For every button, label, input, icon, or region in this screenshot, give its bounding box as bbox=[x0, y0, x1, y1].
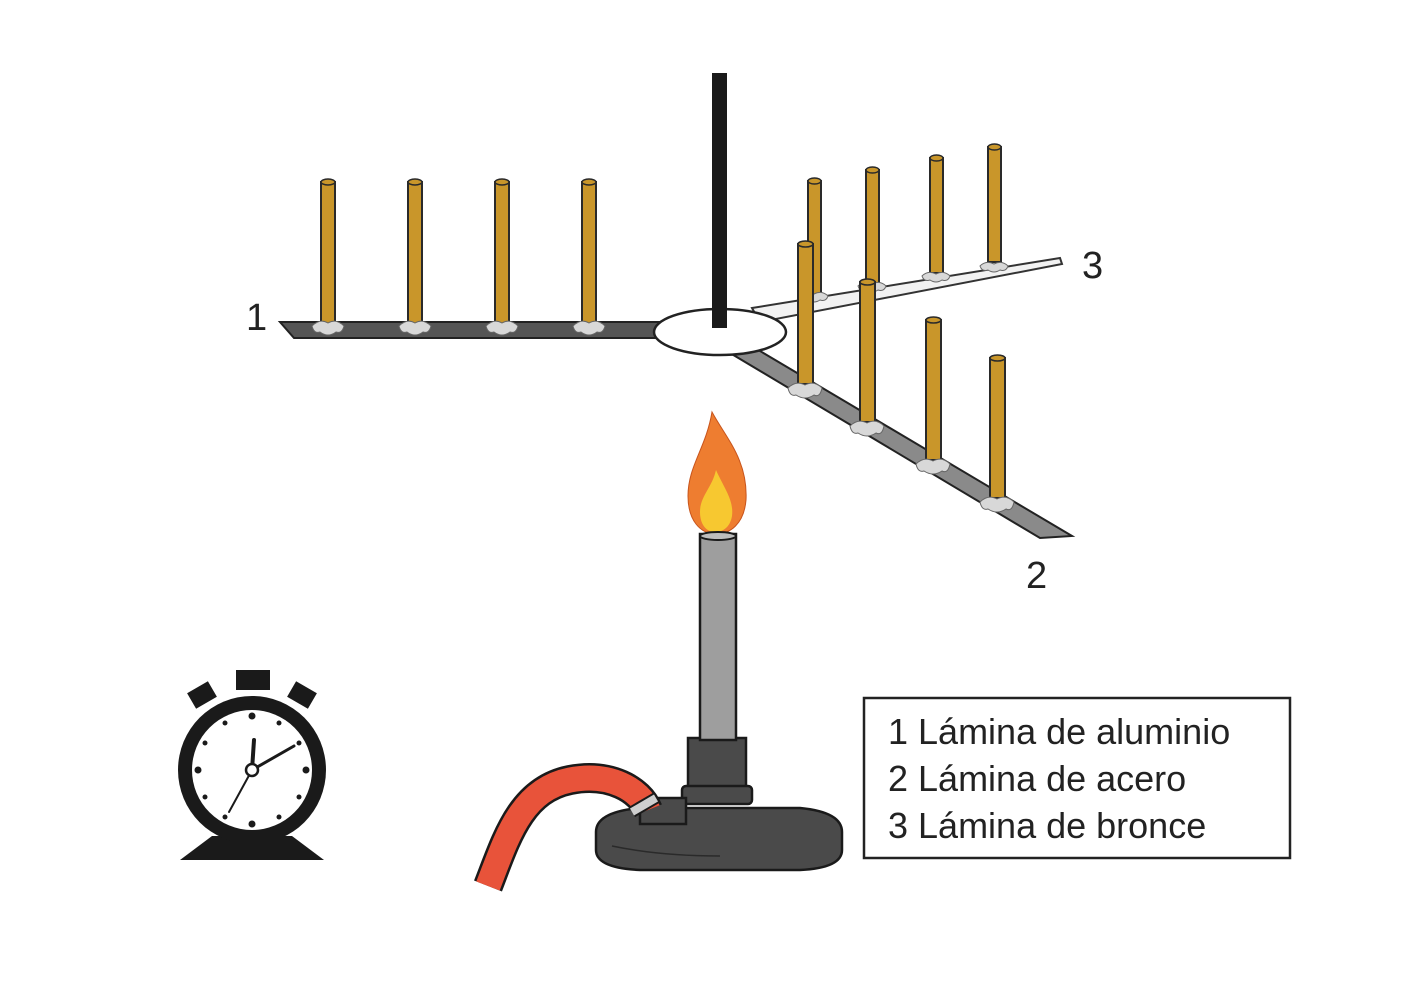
legend-line-3: 3 Lámina de bronce bbox=[888, 805, 1206, 846]
label-strip-3: 3 bbox=[1082, 245, 1103, 287]
stopwatch-icon bbox=[178, 670, 326, 860]
strip-acero bbox=[721, 346, 1076, 540]
legend-line-1: 1 Lámina de aluminio bbox=[888, 711, 1230, 752]
label-strip-2: 2 bbox=[1026, 555, 1047, 597]
gas-hose bbox=[474, 763, 662, 892]
rods-strip-1 bbox=[311, 178, 606, 336]
support-rod-top bbox=[712, 250, 727, 328]
legend-line-2: 2 Lámina de acero bbox=[888, 758, 1186, 799]
legend-box bbox=[862, 696, 1292, 860]
label-strip-1: 1 bbox=[246, 297, 267, 339]
bunsen-burner-icon bbox=[594, 531, 844, 872]
legend: 1 Lámina de aluminio 2 Lámina de acero 3… bbox=[862, 696, 1292, 860]
rods-strip-2 bbox=[787, 240, 1015, 513]
flame-icon bbox=[687, 410, 747, 535]
